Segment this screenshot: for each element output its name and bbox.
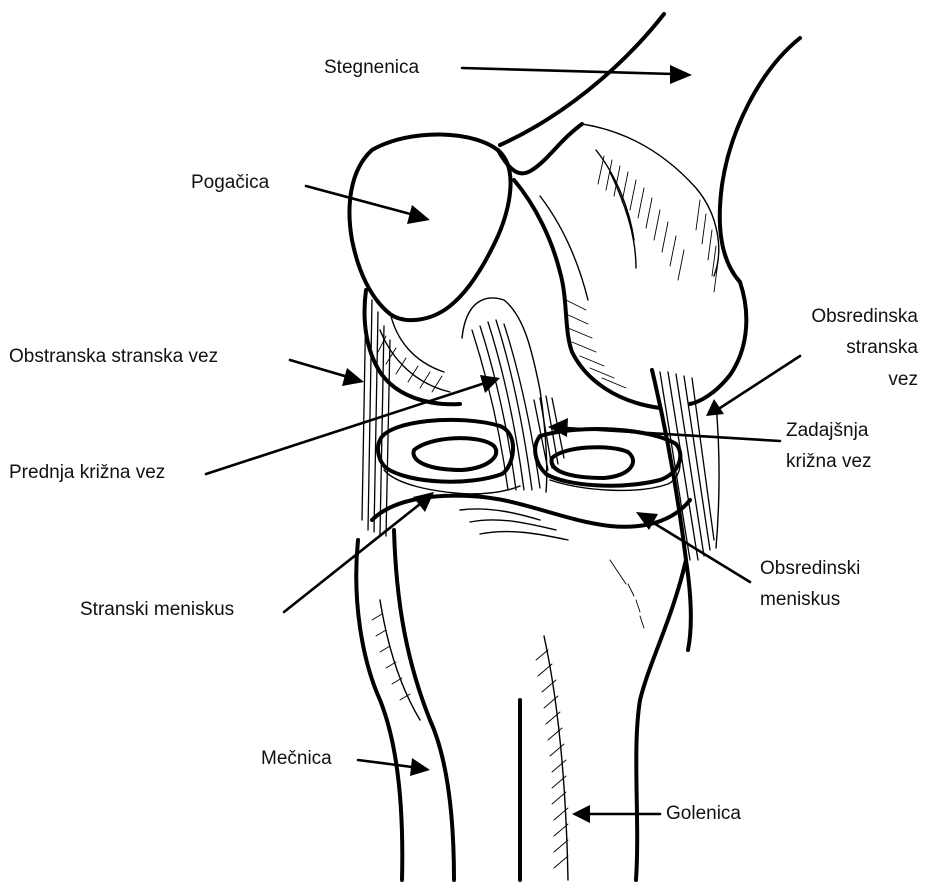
label-fibula: Mečnica [261, 748, 430, 776]
label-tibia: Golenica [572, 803, 741, 824]
label-mcl-text-3: vez [888, 369, 918, 390]
pointer-patella [306, 186, 414, 215]
label-acl-text: Prednja križna vez [9, 462, 165, 483]
label-medial-meniscus: Obsredinski meniskus [636, 512, 860, 610]
label-mcl-text-2: stranska [846, 337, 918, 358]
label-fibula-text: Mečnica [261, 748, 332, 769]
anterior-cruciate-ligament-drawing [462, 298, 547, 492]
arrowhead-lateral-meniscus [413, 492, 434, 512]
arrowhead-patella [407, 205, 430, 224]
label-patella: Pogačica [191, 172, 430, 224]
arrowhead-tibia [572, 805, 590, 823]
fibula-drawing [356, 540, 454, 880]
label-tibia-text: Golenica [666, 803, 741, 824]
arrowhead-femur [670, 65, 692, 84]
pointer-acl [206, 384, 482, 474]
label-lateral-meniscus-text: Stranski meniskus [80, 599, 234, 620]
label-medial-meniscus-text-2: meniskus [760, 589, 840, 610]
label-pcl-text-1: Zadajšnja [786, 420, 869, 441]
pointer-medial-meniscus [652, 522, 750, 582]
label-femur: Stegnenica [324, 57, 692, 84]
label-femur-text: Stegnenica [324, 57, 420, 78]
label-pcl: Zadajšnja križna vez [548, 418, 872, 472]
tibia-drawing [372, 496, 690, 880]
pointer-pcl [566, 428, 780, 441]
arrowhead-acl [480, 375, 500, 393]
label-lcl: Obstranska stranska vez [9, 346, 364, 386]
arrowhead-fibula [410, 758, 430, 776]
label-mcl-text-1: Obsredinska [811, 306, 918, 327]
label-medial-meniscus-text-1: Obsredinski [760, 558, 860, 579]
label-lcl-text: Obstranska stranska vez [9, 346, 218, 367]
patella-drawing [349, 134, 510, 320]
pointer-mcl [720, 356, 800, 408]
label-pcl-text-2: križna vez [786, 451, 872, 472]
pointer-fibula [358, 760, 412, 767]
label-patella-text: Pogačica [191, 172, 270, 193]
arrowhead-lcl [342, 368, 364, 386]
pointer-lcl [290, 360, 348, 377]
pointer-femur [462, 68, 674, 74]
